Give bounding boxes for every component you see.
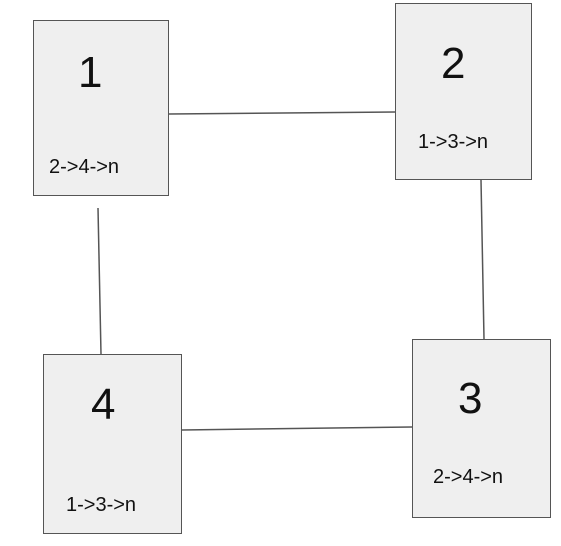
adjacency-list-label: 1->3->n xyxy=(66,494,137,516)
edge-3-4 xyxy=(181,426,413,431)
node-id-label: 2 xyxy=(441,39,466,88)
edge-1-2 xyxy=(168,111,396,115)
node-2: 2 1->3->n xyxy=(395,3,532,180)
node-id-label: 4 xyxy=(91,380,116,429)
node-id-label: 1 xyxy=(78,48,103,97)
node-id-label: 3 xyxy=(458,374,483,423)
adjacency-list-label: 1->3->n xyxy=(418,131,489,153)
edge-2-3 xyxy=(480,179,485,340)
adjacency-list-label: 2->4->n xyxy=(49,156,120,178)
edge-4-1 xyxy=(97,207,102,355)
node-4: 4 1->3->n xyxy=(43,354,182,534)
node-3: 3 2->4->n xyxy=(412,339,551,518)
adjacency-list-label: 2->4->n xyxy=(433,466,504,488)
node-1: 1 2->4->n xyxy=(33,20,169,196)
